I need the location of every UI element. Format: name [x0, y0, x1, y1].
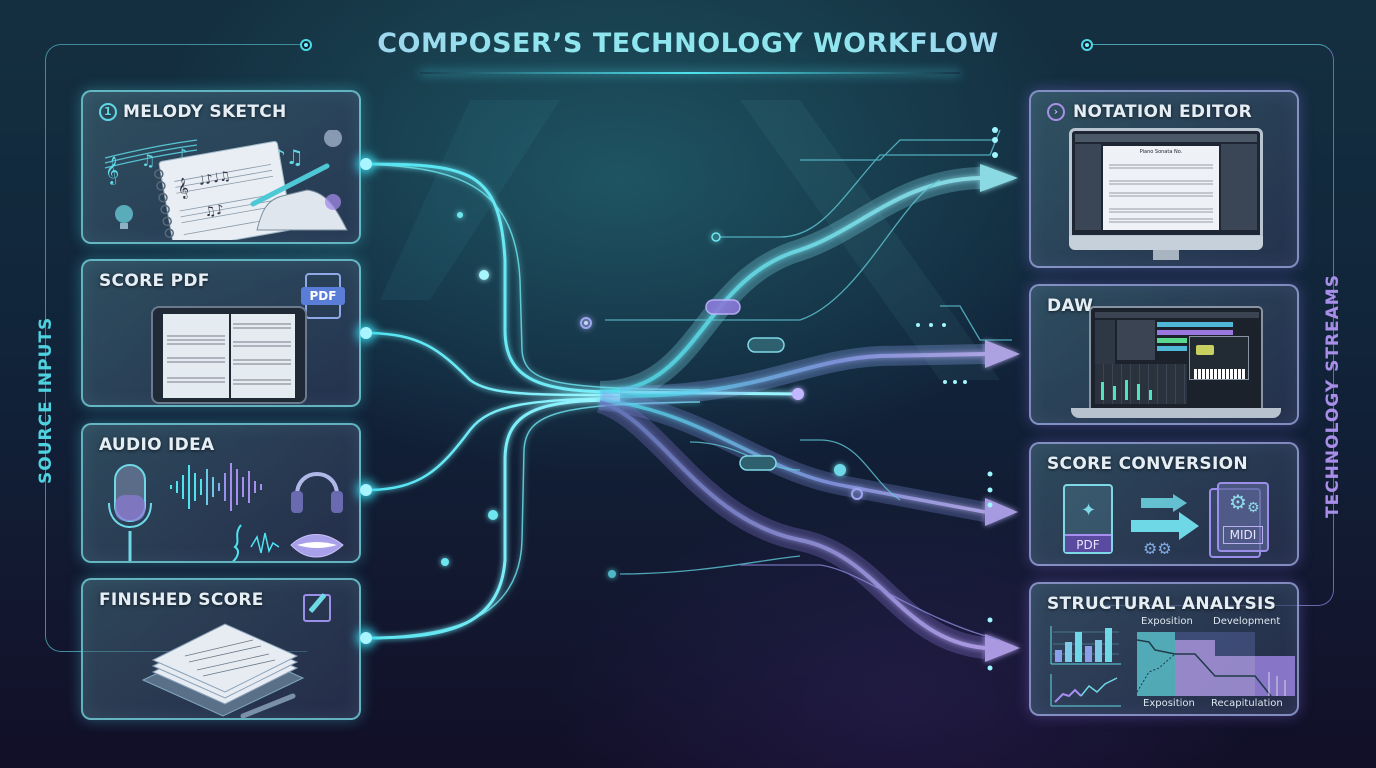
svg-text:♫: ♫: [141, 151, 155, 170]
connector-node: [360, 327, 372, 339]
svg-text:𝄞: 𝄞: [105, 156, 119, 185]
card-title: FINISHED SCORE: [99, 590, 264, 610]
card-title: AUDIO IDEA: [99, 435, 215, 455]
svg-text:♪: ♪: [177, 145, 187, 164]
stream-card-daw[interactable]: DAW: [1029, 284, 1299, 425]
frame-node-icon: [1081, 39, 1093, 51]
monitor-notation-icon: Piano Sonata No.: [1069, 128, 1263, 260]
card-title: ›NOTATION EDITOR: [1047, 102, 1252, 122]
tablet-score-icon: [151, 306, 307, 404]
svg-text:𝄞: 𝄞: [176, 177, 190, 200]
svg-text:♫♪: ♫♪: [203, 202, 225, 220]
stream-card-score-conversion[interactable]: SCORE CONVERSION ✦ PDF ⚙⚙ ⚙ ⚙ MIDI: [1029, 442, 1299, 566]
sonata-form-chart-icon: [1136, 632, 1295, 697]
score-stack-icon: [141, 623, 305, 718]
title-underline-glow: [420, 72, 960, 74]
pdf-document-icon: ✦ PDF: [1063, 484, 1113, 554]
step-number-badge: 1: [99, 103, 117, 121]
svg-text:⚙⚙: ⚙⚙: [1143, 539, 1172, 554]
stream-card-structural-analysis[interactable]: STRUCTURAL ANALYSIS Exposition Developme…: [1029, 582, 1299, 716]
card-title: SCORE PDF: [99, 271, 210, 291]
connector-node: [360, 632, 372, 644]
notebook-hand-pencil-icon: 𝄞 ♫ ♪ ♪♫ 𝄞 ♩♪♩♫ ♫♪: [104, 130, 348, 240]
connector-node: [360, 158, 372, 170]
card-title: STRUCTURAL ANALYSIS: [1047, 594, 1277, 614]
bar-line-chart-icon: [1050, 626, 1121, 707]
source-card-score-pdf[interactable]: SCORE PDF PDF: [81, 259, 361, 407]
svg-text:♩♪♩♫: ♩♪♩♫: [197, 169, 231, 189]
page-title: COMPOSER’S TECHNOLOGY WORKFLOW: [0, 28, 1376, 59]
frame-node-icon: [300, 39, 312, 51]
laptop-daw-icon: [1071, 306, 1281, 423]
pdf-file-icon: PDF: [301, 273, 345, 319]
conversion-arrows-icon: ⚙⚙: [1131, 494, 1199, 554]
chevron-right-icon: ›: [1047, 103, 1065, 121]
stream-card-notation-editor[interactable]: ›NOTATION EDITOR Piano Sonata No.: [1029, 90, 1299, 268]
card-title: DAW: [1047, 296, 1094, 316]
connector-node: [360, 484, 372, 496]
source-card-audio-idea[interactable]: AUDIO IDEA: [81, 423, 361, 563]
edit-icon[interactable]: [303, 592, 331, 622]
source-card-finished-score[interactable]: FINISHED SCORE: [81, 578, 361, 720]
card-title: SCORE CONVERSION: [1047, 454, 1248, 474]
microphone-waveform-icon: [108, 463, 344, 561]
